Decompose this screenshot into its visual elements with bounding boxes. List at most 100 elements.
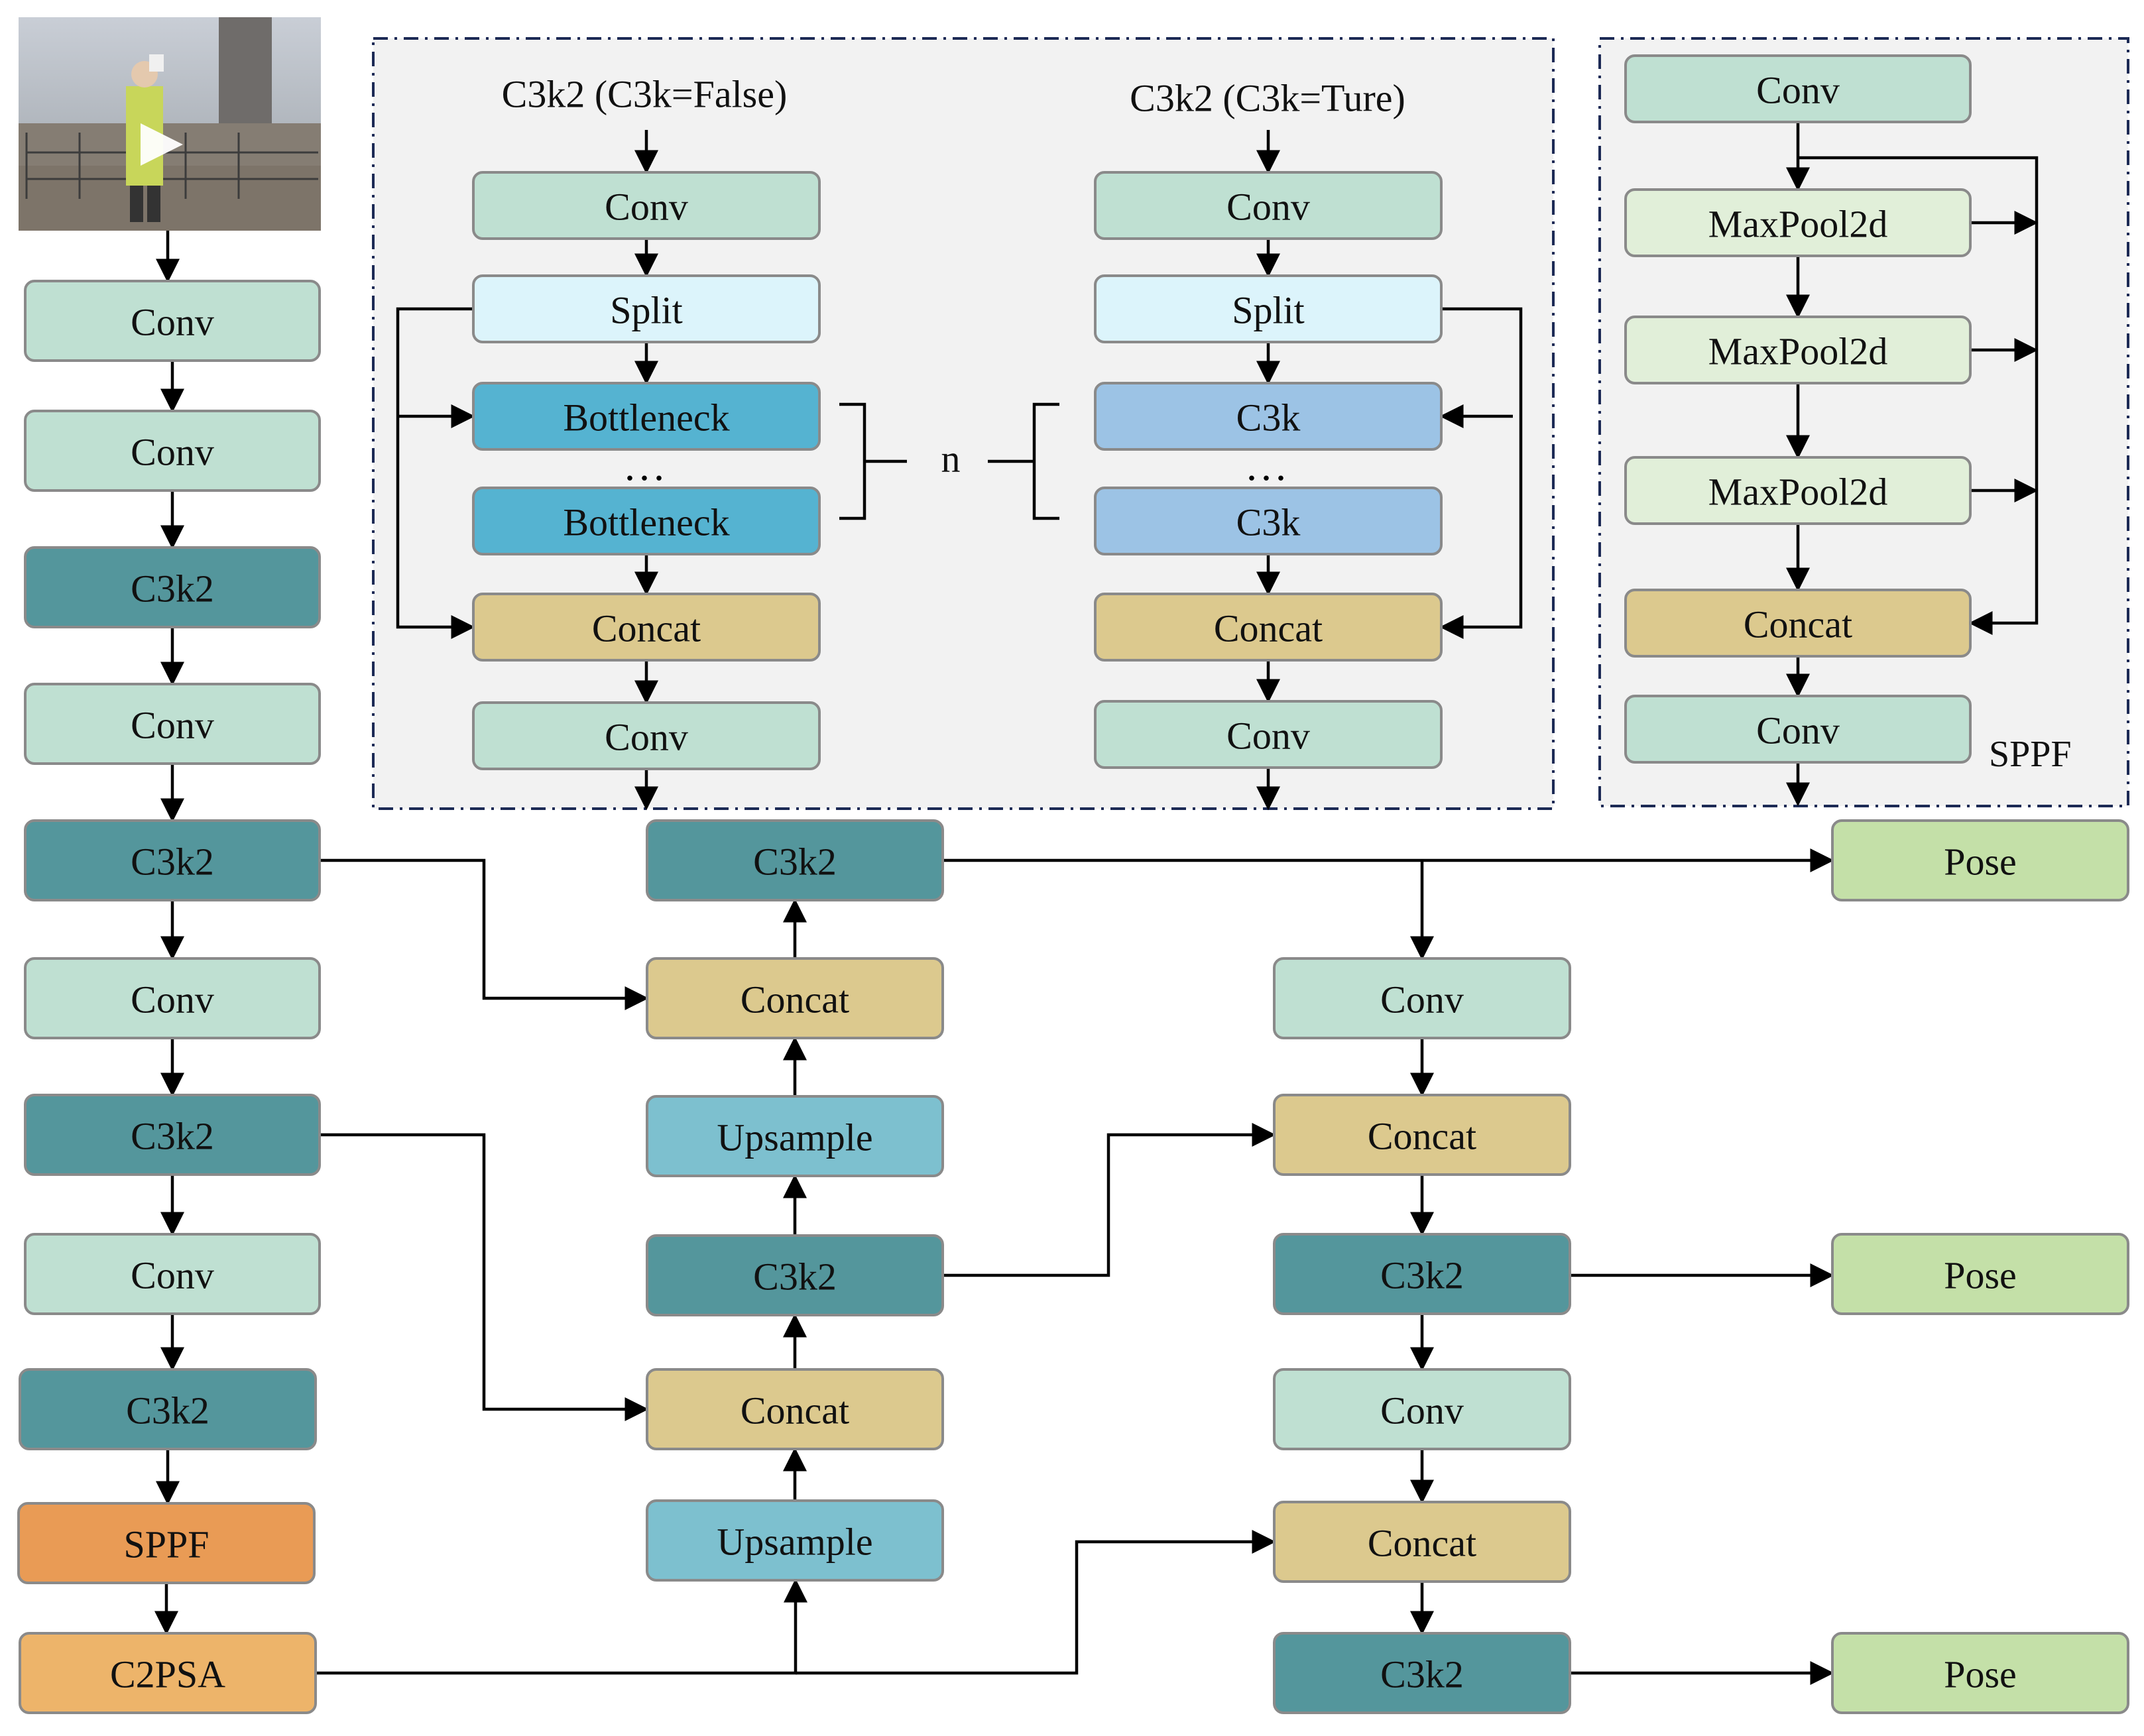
- backbone-c3k2-9-label: C3k2: [126, 1389, 209, 1432]
- neck-up-upsample-1: Upsample: [646, 1499, 944, 1582]
- repeat-count-label: n: [941, 437, 961, 481]
- c3k2-true-conv-1-label: Conv: [1226, 186, 1310, 229]
- backbone-sppf-10: SPPF: [17, 1502, 316, 1584]
- wire-neck-c3k2-to-concat: [943, 1123, 1276, 1277]
- neck-up-upsample-4-box: [646, 1095, 944, 1177]
- sppf-detail-maxpool2d-3-label: MaxPool2d: [1708, 330, 1888, 373]
- backbone-conv-6-box: [24, 957, 321, 1039]
- repeat-bracket-right: [988, 402, 1059, 520]
- backbone-c3k2-5: C3k2: [24, 819, 321, 901]
- neck-down-concat-2: Concat: [1273, 1094, 1571, 1176]
- sppf-detail-maxpool2d-2-box: [1624, 188, 1972, 257]
- neck-up-concat-2-box: [646, 1368, 944, 1450]
- c3k2-true-concat-5-box: [1094, 593, 1443, 662]
- backbone-sppf-10-label: SPPF: [123, 1523, 209, 1566]
- c3k2-false-bottleneck-3-label: Bottleneck: [563, 396, 729, 439]
- c3k2-true-ellipsis: ...: [1246, 442, 1290, 489]
- c3k2-true-split-2-label: Split: [1232, 289, 1305, 332]
- neck-up-c3k2-6-box: [646, 819, 944, 901]
- neck-down-conv-4-box: [1273, 1368, 1571, 1450]
- c3k2-true-c3k-3: C3k: [1094, 382, 1443, 451]
- backbone-sppf-10-box: [17, 1502, 316, 1584]
- wire-true-split-right: [1439, 307, 1523, 639]
- neck-up-concat-5-label: Concat: [741, 978, 849, 1021]
- backbone-c2psa-11-box: [19, 1632, 317, 1714]
- neck-down-c3k2-6-box: [1273, 1632, 1571, 1714]
- neck-down-conv-4-label: Conv: [1380, 1389, 1464, 1432]
- c3k2-true-c3k-3-box: [1094, 382, 1443, 451]
- c3k2-false-bottleneck-4-box: [472, 487, 821, 555]
- pose-head-2: Pose: [1831, 1233, 2129, 1315]
- pose-head-1-label: Pose: [1944, 840, 2017, 884]
- c3k2-false-split-2-box: [472, 274, 821, 343]
- wire-false-split-left: [396, 307, 475, 639]
- neck-down-c3k2-6-label: C3k2: [1380, 1653, 1464, 1696]
- backbone-c2psa-11: C2PSA: [19, 1632, 317, 1714]
- neck-up-c3k2-3-box: [646, 1234, 944, 1316]
- backbone-conv-8: Conv: [24, 1233, 321, 1315]
- sppf-detail-maxpool2d-2: MaxPool2d: [1624, 188, 1972, 257]
- neck-down-concat-2-label: Concat: [1368, 1115, 1476, 1158]
- backbone-conv-4-box: [24, 683, 321, 765]
- sppf-detail-maxpool2d-4: MaxPool2d: [1624, 456, 1972, 525]
- sppf-detail-maxpool2d-4-label: MaxPool2d: [1708, 471, 1888, 514]
- c3k2-true-concat-5: Concat: [1094, 593, 1443, 662]
- backbone-c3k2-3-box: [24, 546, 321, 628]
- c3k2-true-conv-6: Conv: [1094, 700, 1443, 769]
- c3k2-true-c3k-3-label: C3k: [1236, 396, 1301, 439]
- backbone-conv-8-label: Conv: [131, 1254, 214, 1297]
- sppf-detail-concat-5: Concat: [1624, 589, 1972, 658]
- neck-down-c3k2-3: C3k2: [1273, 1233, 1571, 1315]
- c3k2-true-c3k-4-label: C3k: [1236, 501, 1301, 544]
- sppf-detail-concat-5-box: [1624, 589, 1972, 658]
- c3k2-false-conv-1-label: Conv: [605, 186, 688, 229]
- c3k2-false-bottleneck-3-box: [472, 382, 821, 451]
- backbone-c3k2-9: C3k2: [19, 1368, 317, 1450]
- neck-down-concat-5-box: [1273, 1501, 1571, 1583]
- neck-up-upsample-1-box: [646, 1499, 944, 1582]
- c3k2-false-split-2-label: Split: [610, 289, 683, 332]
- c3k2-false-conv-6-label: Conv: [605, 716, 688, 759]
- neck-down-conv-1: Conv: [1273, 957, 1571, 1039]
- c3k2-false-conv-1: Conv: [472, 171, 821, 240]
- c3k2-true-c3k-4-box: [1094, 487, 1443, 555]
- neck-up-c3k2-6-label: C3k2: [753, 840, 837, 884]
- neck-up-upsample-4-label: Upsample: [717, 1116, 872, 1159]
- sppf-detail-maxpool2d-4-box: [1624, 456, 1972, 525]
- sppf-detail-concat-5-label: Concat: [1744, 603, 1852, 646]
- c3k2-false-title: C3k2 (C3k=False): [502, 73, 788, 116]
- backbone-c3k2-7: C3k2: [24, 1094, 321, 1176]
- backbone-conv-4-label: Conv: [131, 704, 214, 747]
- c3k2-true-c3k-4: C3k: [1094, 487, 1443, 555]
- backbone-conv-1: Conv: [24, 280, 321, 362]
- input-video-thumbnail: [19, 17, 321, 231]
- play-icon[interactable]: [141, 123, 183, 166]
- pose-head-2-label: Pose: [1944, 1254, 2017, 1297]
- neck-down-concat-5-label: Concat: [1368, 1522, 1476, 1565]
- neck-up-concat-5-box: [646, 957, 944, 1039]
- c3k2-false-concat-5-label: Concat: [592, 607, 701, 650]
- c3k2-true-conv-1: Conv: [1094, 171, 1443, 240]
- backbone-c3k2-7-label: C3k2: [131, 1115, 214, 1158]
- sppf-detail-maxpool2d-3: MaxPool2d: [1624, 316, 1972, 384]
- backbone-c2psa-11-label: C2PSA: [110, 1653, 225, 1696]
- c3k2-true-conv-6-box: [1094, 700, 1443, 769]
- c3k2-true-split-2-box: [1094, 274, 1443, 343]
- neck-down-c3k2-3-box: [1273, 1233, 1571, 1315]
- c3k2-true-split-2: Split: [1094, 274, 1443, 343]
- c3k2-false-conv-6-box: [472, 701, 821, 770]
- backbone-conv-8-box: [24, 1233, 321, 1315]
- sppf-detail-conv-6-label: Conv: [1756, 709, 1840, 752]
- neck-down-conv-4: Conv: [1273, 1368, 1571, 1450]
- pose-head-3-label: Pose: [1944, 1653, 2017, 1696]
- repeat-bracket-left: [839, 402, 907, 520]
- neck-up-c3k2-6: C3k2: [646, 819, 944, 901]
- sppf-detail-conv-1: Conv: [1624, 54, 1972, 123]
- backbone-conv-2-label: Conv: [131, 431, 214, 474]
- neck-down-c3k2-6: C3k2: [1273, 1632, 1571, 1714]
- pose-head-1: Pose: [1831, 819, 2129, 901]
- backbone-conv-6: Conv: [24, 957, 321, 1039]
- backbone-c3k2-5-box: [24, 819, 321, 901]
- backbone-c3k2-9-box: [19, 1368, 317, 1450]
